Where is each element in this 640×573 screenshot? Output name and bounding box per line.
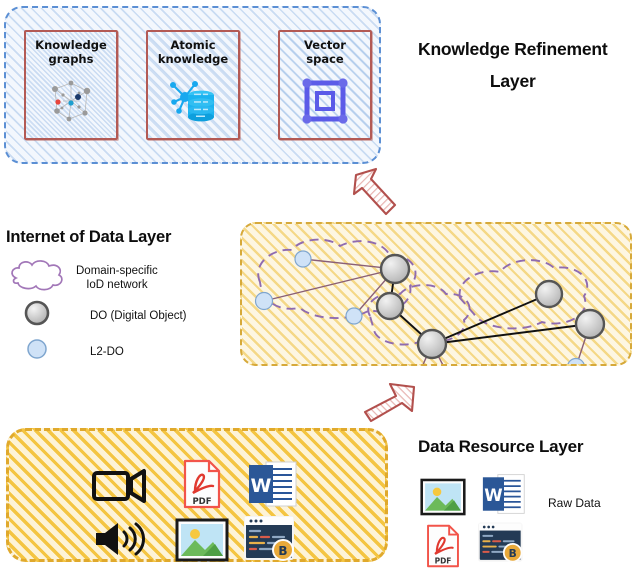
raw-data-label: Raw Data [548,496,601,510]
legend-do-label: DO (Digital Object) [90,309,187,322]
internet-of-data-layer-title: Internet of Data Layer [6,228,172,246]
title-line2: Layer [489,71,536,91]
vector-space-icon [280,72,370,130]
raw-code-blockchain-icon: B [478,522,526,566]
svg-text:W: W [251,475,272,497]
image-photo-icon [173,517,231,563]
svg-text:B: B [509,547,517,560]
arrow-iod-to-krl [352,167,397,216]
atomic-knowledge-database-icon [148,72,238,130]
legend-label-line1: Domain-specific [76,264,158,277]
raw-pdf-file-icon: PDF [424,524,462,568]
card-atomic-knowledge-label: Atomic knowledge [148,38,238,66]
card-label-line1: Vector [304,38,346,52]
speaker-audio-icon [91,517,149,561]
card-vector-space[interactable]: Vector space [278,30,372,140]
legend-cloud-label: Domain-specific IoD network [76,264,158,292]
title-line1: Knowledge Refinement [418,39,608,59]
svg-text:W: W [484,485,502,505]
internet-of-data-panel [240,222,632,366]
knowledge-refinement-layer-title: Knowledge Refinement Layer [418,33,608,97]
card-vector-space-label: Vector space [280,38,370,66]
raw-word-document-icon: W [482,472,526,518]
raw-image-photo-icon [420,478,466,516]
l2do-node-icon [6,336,68,367]
data-resource-layer-title: Data Resource Layer [418,437,584,456]
svg-text:B: B [278,544,287,558]
legend-l2do-label: L2-DO [90,345,124,358]
card-label-line2: knowledge [157,51,229,66]
do-node-icon [6,298,68,333]
data-resource-panel: PDF W [6,428,388,562]
card-knowledge-graphs[interactable]: Knowledge graphs [24,30,118,140]
legend-label-line2: IoD network [86,278,148,291]
arrow-drl-to-iod [363,382,416,423]
card-label-line1: Atomic [170,38,216,52]
card-label-line2: space [306,51,344,66]
legend-item-l2do: L2-DO [6,336,124,367]
legend-item-do: DO (Digital Object) [6,298,187,333]
knowledge-graph-icon [26,72,116,130]
iod-network-graph [254,238,606,364]
card-label-line1: Knowledge [35,38,107,52]
legend-item-cloud: Domain-specific IoD network [6,258,158,297]
video-camera-icon [91,463,149,507]
knowledge-refinement-panel: Knowledge graphs [4,6,381,164]
card-label-line2: graphs [48,51,94,66]
pdf-file-icon: PDF [177,459,227,509]
word-document-icon: W [247,459,299,509]
card-knowledge-graphs-label: Knowledge graphs [26,38,116,66]
svg-text:PDF: PDF [435,557,452,566]
card-atomic-knowledge[interactable]: Atomic knowledge [146,30,240,140]
svg-text:PDF: PDF [192,497,211,507]
cloud-icon [6,258,68,297]
code-blockchain-icon: B [243,515,299,563]
